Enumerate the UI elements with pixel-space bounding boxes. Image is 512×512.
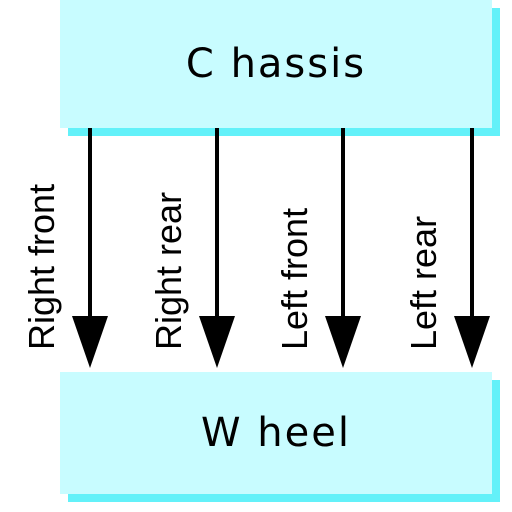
edge-right-front-arrowhead bbox=[72, 316, 108, 368]
edge-left-rear: Left rear bbox=[403, 128, 490, 368]
chassis-node: C hassis bbox=[60, 0, 492, 128]
edge-right-rear-arrowhead bbox=[199, 316, 235, 368]
edge-right-front: Right front bbox=[21, 128, 108, 368]
edge-left-front: Left front bbox=[274, 128, 361, 368]
edge-right-front-label: Right front bbox=[21, 184, 62, 350]
edge-left-front-label: Left front bbox=[274, 208, 315, 350]
edge-left-rear-arrowhead bbox=[454, 316, 490, 368]
chassis-label: C hassis bbox=[185, 41, 367, 87]
edge-left-front-arrowhead bbox=[325, 316, 361, 368]
wheel-label: W heel bbox=[201, 410, 351, 456]
edge-right-rear-label: Right rear bbox=[148, 192, 189, 350]
edge-right-rear: Right rear bbox=[148, 128, 235, 368]
edge-left-rear-label: Left rear bbox=[403, 216, 444, 350]
wheel-node: W heel bbox=[60, 372, 492, 494]
